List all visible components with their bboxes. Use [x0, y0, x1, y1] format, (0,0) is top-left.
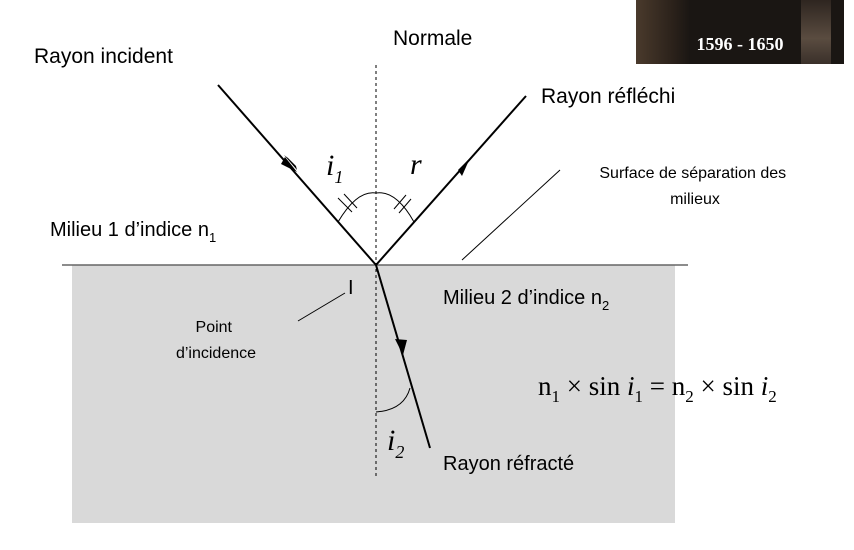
- portrait-years: 1596 - 1650: [696, 34, 784, 54]
- label-refracted-ray: Rayon réfracté: [443, 453, 574, 475]
- label-medium-1: Milieu 1 d’indice n1: [50, 219, 216, 245]
- angle-i1-tick-2: [343, 193, 358, 209]
- label-incidence-point: Point d’incidence: [176, 319, 256, 362]
- angle-i2-arc: [375, 387, 411, 413]
- incident-ray-arrow: [284, 155, 297, 170]
- incidence-pointer-line: [297, 292, 346, 322]
- incident-arrowhead: [281, 157, 297, 172]
- surface-pointer-line: [461, 169, 561, 261]
- medium-2-area: [72, 265, 675, 523]
- refracted-ray: [375, 264, 431, 449]
- label-incident-ray: Rayon incident: [34, 45, 173, 68]
- angle-r-tick-1: [393, 194, 407, 210]
- reflected-arrowhead: [458, 158, 470, 176]
- reflected-ray: [375, 95, 527, 266]
- angle-i2-label: i2: [387, 424, 404, 462]
- incident-ray: [217, 84, 377, 266]
- label-surface: Surface de séparation des milieux: [599, 165, 790, 208]
- portrait-image: 1596 - 1650: [636, 0, 844, 64]
- label-point-letter: I: [348, 277, 354, 299]
- angle-i1-arc: [337, 192, 377, 223]
- angle-r-tick-2: [398, 198, 412, 214]
- portrait-face: [636, 0, 690, 64]
- angle-r-arc: [375, 192, 415, 223]
- angle-i1-tick-1: [337, 197, 353, 213]
- snell-formula: n1 × sin i1 = n2 × sin i2: [538, 371, 777, 406]
- refracted-arrowhead: [395, 339, 407, 355]
- angle-r-label: r: [410, 148, 422, 181]
- label-normal: Normale: [393, 27, 472, 50]
- angle-i1-label: i1: [326, 149, 343, 187]
- label-reflected-ray: Rayon réfléchi: [541, 85, 675, 108]
- label-medium-2: Milieu 2 d’indice n2: [443, 287, 609, 313]
- portrait-collar: [801, 0, 831, 64]
